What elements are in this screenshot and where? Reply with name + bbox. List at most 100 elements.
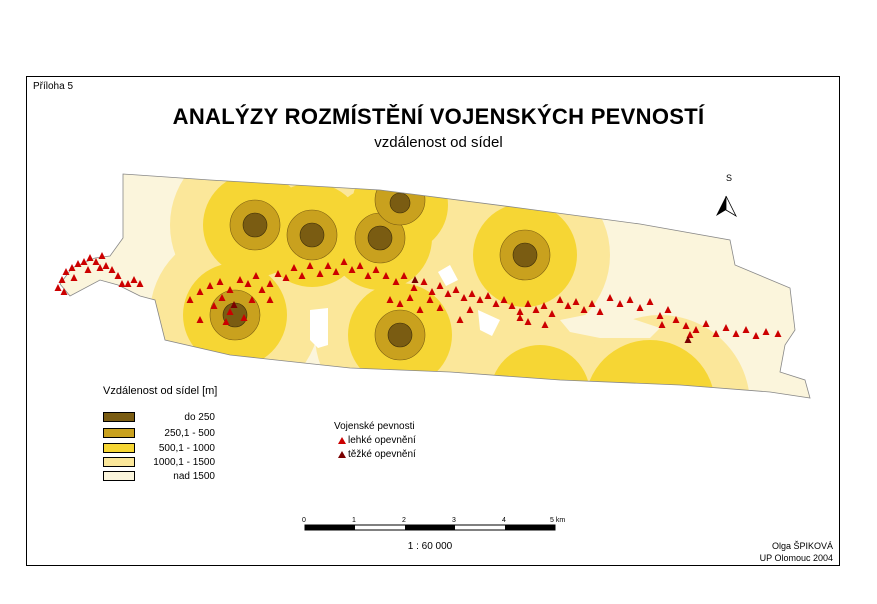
light-fortification-marker bbox=[196, 316, 204, 323]
north-label: S bbox=[726, 173, 733, 183]
heavy-fortification-marker bbox=[411, 276, 419, 283]
light-fortification-marker bbox=[548, 310, 556, 317]
light-fortification-marker bbox=[476, 296, 484, 303]
light-fortification-marker bbox=[428, 288, 436, 295]
light-fortification-marker bbox=[282, 274, 290, 281]
light-fortification-marker bbox=[386, 296, 394, 303]
legend-swatch-4 bbox=[103, 471, 135, 481]
light-fortification-marker bbox=[722, 324, 730, 331]
scale-ratio: 1 : 60 000 bbox=[407, 541, 453, 552]
light-fortification-marker bbox=[54, 284, 62, 291]
light-fortification-marker bbox=[410, 284, 418, 291]
light-fortification-marker bbox=[540, 302, 548, 309]
legend-distance-title: Vzdálenost od sídel [m] bbox=[103, 385, 218, 397]
author-credit: Olga ŠPIKOVÁ UP Olomouc 2004 bbox=[760, 540, 833, 564]
light-fortification-marker bbox=[58, 276, 66, 283]
light-fortification-marker bbox=[68, 264, 76, 271]
light-fortification-marker bbox=[646, 298, 654, 305]
legend-fortifications-title: Vojenské pevnosti bbox=[334, 421, 415, 432]
light-fortification-marker bbox=[274, 270, 282, 277]
light-fortification-marker bbox=[436, 304, 444, 311]
light-fortification-marker bbox=[732, 330, 740, 337]
light-fortification-marker bbox=[426, 296, 434, 303]
light-fortification-marker bbox=[456, 316, 464, 323]
light-fortification-marker bbox=[258, 286, 266, 293]
light-fortification-marker bbox=[130, 276, 138, 283]
light-fortification-marker bbox=[596, 308, 604, 315]
light-fortification-marker bbox=[108, 266, 116, 273]
light-fortification-marker bbox=[588, 300, 596, 307]
light-fortification-marker bbox=[226, 286, 234, 293]
light-fortification-marker bbox=[74, 260, 82, 267]
heavy-fortification-marker bbox=[684, 336, 692, 343]
light-fortification-marker bbox=[80, 258, 88, 265]
light-fortification-marker bbox=[210, 302, 218, 309]
light-fortification-marker bbox=[356, 262, 364, 269]
legend-swatch-0 bbox=[103, 412, 135, 422]
excluded-area bbox=[438, 265, 458, 286]
excluded-area bbox=[478, 310, 500, 336]
light-fortification-marker bbox=[492, 300, 500, 307]
zone-up-to-250 bbox=[222, 192, 538, 348]
light-fortification-marker bbox=[348, 266, 356, 273]
scale-label-5: 5 km bbox=[550, 517, 566, 524]
light-fortification-marker bbox=[658, 321, 666, 328]
light-fortification-marker bbox=[316, 270, 324, 277]
light-fortification-marker bbox=[712, 330, 720, 337]
light-fortification-marker bbox=[248, 296, 256, 303]
light-fortification-marker bbox=[444, 290, 452, 297]
light-fortification-marker bbox=[452, 286, 460, 293]
light-fortification-marker bbox=[340, 258, 348, 265]
light-fortification-marker bbox=[290, 264, 298, 271]
light-fortification-marker bbox=[742, 326, 750, 333]
light-fortification-marker bbox=[324, 262, 332, 269]
scale-label-3: 3 bbox=[452, 517, 456, 524]
scale-label-1: 1 bbox=[352, 517, 356, 524]
fortification-markers bbox=[54, 252, 782, 343]
legend-swatch-2 bbox=[103, 443, 135, 453]
light-fortification-marker bbox=[762, 328, 770, 335]
light-fortification-marker bbox=[672, 316, 680, 323]
light-fortification-marker bbox=[692, 326, 700, 333]
scale-label-2: 2 bbox=[402, 517, 406, 524]
light-fortification-marker bbox=[516, 308, 524, 315]
scale-bar bbox=[304, 524, 556, 531]
light-fortification-marker bbox=[524, 300, 532, 307]
light-fortification-marker bbox=[222, 318, 230, 325]
light-fortification-marker bbox=[240, 314, 248, 321]
light-fortification-marker bbox=[466, 306, 474, 313]
light-fortification-marker bbox=[656, 312, 664, 319]
light-fortification-marker bbox=[500, 296, 508, 303]
map-title: ANALÝZY ROZMÍSTĚNÍ VOJENSKÝCH PEVNOSTÍ bbox=[172, 104, 705, 129]
light-fortification-marker bbox=[136, 280, 144, 287]
light-fortification-marker bbox=[606, 294, 614, 301]
light-fortification-marker bbox=[266, 280, 274, 287]
light-fortification-marker bbox=[468, 290, 476, 297]
territory bbox=[60, 174, 810, 398]
light-fortification-marker bbox=[382, 272, 390, 279]
legend-label-1: 250,1 - 500 bbox=[164, 428, 215, 439]
scale-label-4: 4 bbox=[502, 517, 506, 524]
light-fortification-marker bbox=[616, 300, 624, 307]
light-fortification-marker bbox=[774, 330, 782, 337]
light-fortification-marker bbox=[664, 306, 672, 313]
light-fortification-marker bbox=[226, 308, 234, 315]
light-fortification-marker bbox=[102, 262, 110, 269]
territory-outline bbox=[59, 173, 811, 399]
legend-label-4: nad 1500 bbox=[173, 471, 215, 482]
legend-fort-label-1: těžké opevnění bbox=[348, 449, 416, 460]
light-fortification-marker bbox=[392, 278, 400, 285]
legend-label-0: do 250 bbox=[184, 412, 215, 423]
light-fortification-marker bbox=[396, 300, 404, 307]
heavy-fortification-icon bbox=[338, 451, 346, 458]
legend-label-2: 500,1 - 1000 bbox=[158, 443, 215, 454]
light-fortification-marker bbox=[364, 272, 372, 279]
legend-swatch-3 bbox=[103, 457, 135, 467]
light-fortification-marker bbox=[252, 272, 260, 279]
light-fortification-marker bbox=[70, 274, 78, 281]
light-fortification-marker bbox=[416, 306, 424, 313]
north-arrow-icon bbox=[716, 195, 737, 218]
author-institution: UP Olomouc 2004 bbox=[759, 553, 833, 563]
light-fortification-marker bbox=[196, 288, 204, 295]
light-fortification-marker bbox=[406, 294, 414, 301]
